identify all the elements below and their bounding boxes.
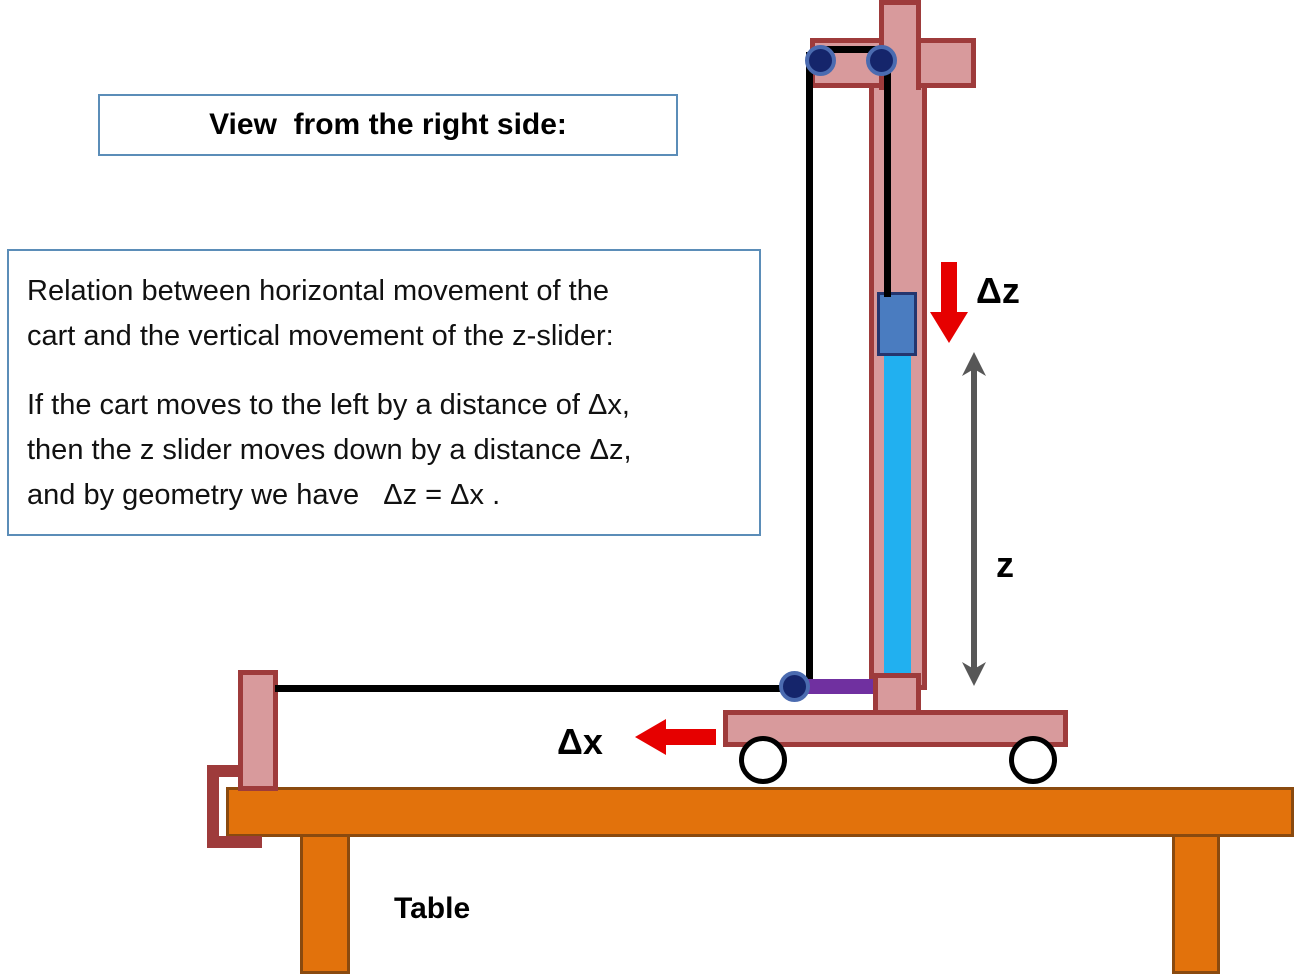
arrow-down-icon xyxy=(930,262,968,343)
wheel-right xyxy=(1009,736,1057,784)
table-leg-right xyxy=(1172,835,1220,974)
relation-line-1: Relation between horizontal movement of … xyxy=(27,275,609,307)
double-headed-arrow-icon xyxy=(962,352,986,686)
cart-body xyxy=(723,710,1068,747)
relation-text-box: Relation between horizontal movement of … xyxy=(7,249,761,536)
wheel-left xyxy=(739,736,787,784)
left-post xyxy=(238,670,278,791)
pulley-top-right xyxy=(866,45,897,76)
table-leg-left xyxy=(300,835,350,974)
relation-spacer xyxy=(27,359,739,383)
cable-left-vertical xyxy=(806,52,813,688)
relation-line-4: then the z slider moves down by a distan… xyxy=(27,434,632,466)
pulley-cart xyxy=(779,671,810,702)
relation-line-2: cart and the vertical movement of the z-… xyxy=(27,320,614,352)
table-label: Table xyxy=(394,892,471,925)
cart-connector-bar xyxy=(800,679,885,694)
relation-line-5: and by geometry we have Δz = Δx . xyxy=(27,479,501,511)
table-top xyxy=(226,787,1294,837)
relation-line-3: If the cart moves to the left by a dista… xyxy=(27,389,630,421)
z-label: z xyxy=(996,544,1014,585)
pulley-top-left xyxy=(805,45,836,76)
z-slider-block[interactable] xyxy=(877,292,917,356)
cable-horizontal-to-post xyxy=(275,685,800,692)
cable-right-vertical xyxy=(884,52,891,297)
delta-z-label: Δz xyxy=(976,270,1020,311)
view-title-box: View from the right side: xyxy=(98,94,678,156)
cable-top-segment xyxy=(818,46,884,53)
arrow-left-icon xyxy=(635,719,716,755)
z-rod xyxy=(884,350,911,682)
page-title: View from the right side: xyxy=(209,108,567,141)
delta-x-label: Δx xyxy=(557,721,603,762)
